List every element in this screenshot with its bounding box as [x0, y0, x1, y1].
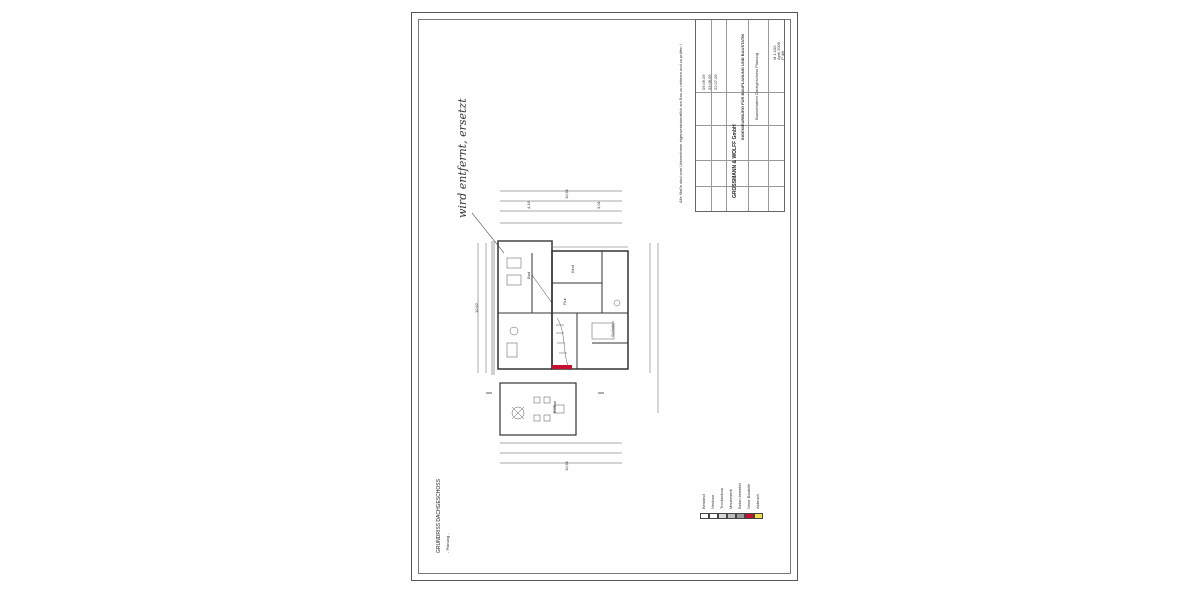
- title-block: GROSSMANN & WOLFF GmbH INGENIEURBÜRO FÜR…: [695, 19, 785, 212]
- legend-swatch-abbruch: [754, 513, 763, 519]
- legend-swatch-neue-bauteile: [745, 513, 754, 519]
- dimension-total-width: 10,61: [564, 188, 569, 199]
- legend-swatch-bestand: [700, 513, 709, 519]
- dimension-left-part: 4,16: [526, 201, 531, 209]
- room-label-kind: Kind: [570, 264, 575, 273]
- dimension-height-left: 10,62: [474, 302, 479, 313]
- floor-plan: [471, 190, 659, 464]
- drawing-sheet: GROSSMANN & WOLFF GmbH INGENIEURBÜRO FÜR…: [411, 12, 798, 581]
- legend-swatch-neubau: [709, 513, 718, 519]
- dimension-bottom-total: 10,61: [564, 460, 569, 471]
- room-label-bad: Bad: [526, 271, 531, 279]
- legend-swatch-beton: [736, 513, 745, 519]
- sheet-border: [418, 19, 791, 574]
- legend-swatch-mauerwerk: [727, 513, 736, 519]
- dimension-right-part: 3,01: [596, 201, 601, 209]
- legend-swatch-trockenbau: [718, 513, 727, 519]
- room-label-schlafen: Schlafen: [610, 321, 615, 337]
- room-label-balkon: Balkon: [552, 400, 557, 413]
- room-label-flur: Flur: [562, 298, 567, 305]
